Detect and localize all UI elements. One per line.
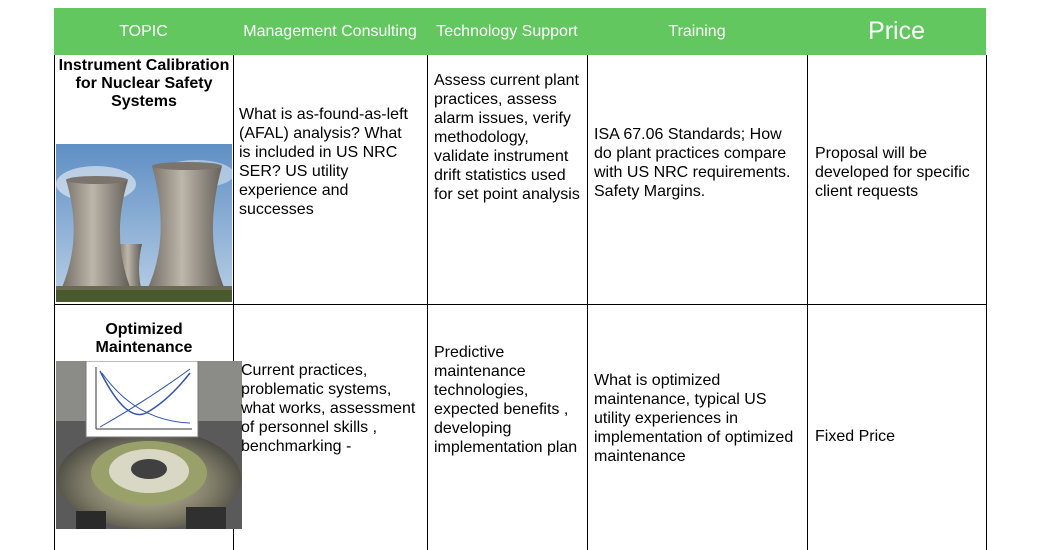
row1-training: ISA 67.06 Standards; How do plant practi… xyxy=(594,126,791,200)
row2-price: Fixed Price xyxy=(815,428,896,445)
row2-management-consulting: Current practices, problematic systems, … xyxy=(241,362,416,455)
row-divider xyxy=(54,304,987,305)
row2-technology-support: Predictive maintenance technologies, exp… xyxy=(434,344,578,456)
column-divider xyxy=(54,55,55,550)
header-management-consulting: Management Consulting xyxy=(233,8,427,55)
row1-management-consulting: What is as-found-as-left (AFAL) analysis… xyxy=(239,106,408,218)
column-divider xyxy=(587,55,588,550)
header-training: Training xyxy=(587,8,807,55)
column-divider xyxy=(233,55,234,550)
column-divider xyxy=(807,55,808,550)
header-topic: TOPIC xyxy=(54,8,233,55)
row2-training: What is optimized maintenance, typical U… xyxy=(594,372,794,465)
column-divider xyxy=(986,55,987,550)
cooling-towers-photo xyxy=(56,144,232,302)
column-divider xyxy=(427,55,428,550)
row2-topic-title: Optimized Maintenance xyxy=(95,321,193,356)
row1-price: Proposal will be developed for specific … xyxy=(815,145,970,200)
header-price: Price xyxy=(807,8,986,55)
row1-technology-support: Assess current plant practices, assess a… xyxy=(434,72,580,203)
row1-topic-title: Instrument Calibration for Nuclear Safet… xyxy=(58,57,230,110)
header-technology-support: Technology Support xyxy=(427,8,587,55)
reactor-vessel-photo xyxy=(56,361,242,529)
